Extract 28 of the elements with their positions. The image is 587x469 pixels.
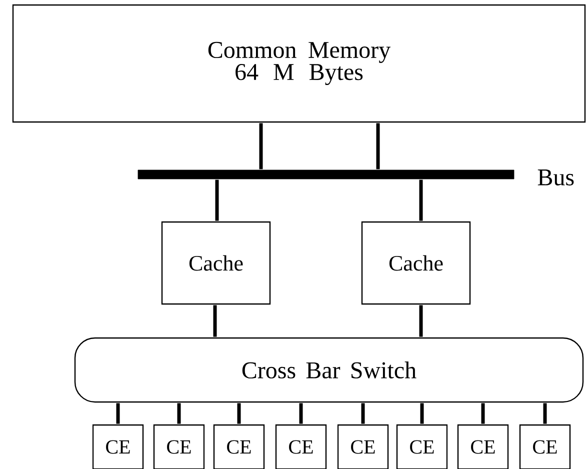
- connector-line: [116, 403, 120, 424]
- connector-line: [177, 403, 181, 424]
- connector-line: [419, 305, 423, 337]
- bus-label: Bus: [538, 170, 574, 186]
- connector-line: [213, 305, 217, 337]
- connector-line: [420, 403, 424, 424]
- connector-line: [361, 403, 365, 424]
- switch-box: Cross Bar Switch: [74, 337, 584, 403]
- ce-box: CE: [337, 424, 389, 469]
- cache-box: Cache: [161, 221, 271, 305]
- connector-line: [376, 123, 380, 170]
- ce-box: CE: [275, 424, 327, 469]
- ce-box: CE: [213, 424, 265, 469]
- connector-line: [259, 123, 263, 170]
- connector-line: [299, 403, 303, 424]
- ce-box: CE: [92, 424, 144, 469]
- connector-line: [481, 403, 485, 424]
- connector-line: [237, 403, 241, 424]
- connector-line: [215, 180, 219, 221]
- memory-box: Common Memory 64 M Bytes: [12, 4, 586, 123]
- cache-box: Cache: [361, 221, 471, 305]
- ce-box: CE: [396, 424, 448, 469]
- connector-line: [543, 403, 547, 424]
- bus-bar: [138, 170, 514, 180]
- ce-box: CE: [519, 424, 571, 469]
- ce-box: CE: [153, 424, 205, 469]
- ce-box: CE: [457, 424, 509, 469]
- connector-line: [419, 180, 423, 221]
